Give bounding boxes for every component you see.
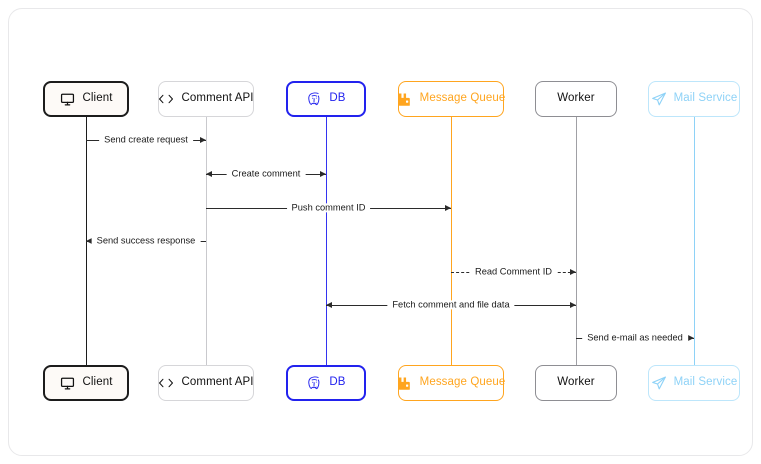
participant-mq-top[interactable]: Message Queue <box>397 81 506 117</box>
arrowhead-left-icon <box>86 238 92 244</box>
message-2[interactable]: Create comment <box>206 166 326 182</box>
participant-label: Message Queue <box>419 92 506 105</box>
participant-worker-top[interactable]: Worker <box>535 81 617 117</box>
arrowhead-left-icon <box>326 302 332 308</box>
participant-worker-bottom[interactable]: Worker <box>535 365 617 401</box>
message-5[interactable]: Read Comment ID <box>451 264 576 280</box>
participant-label: DB <box>329 92 346 105</box>
participant-client-top[interactable]: Client <box>43 81 129 117</box>
arrowhead-right-icon <box>445 205 451 211</box>
participant-mq-bottom[interactable]: Message Queue <box>397 365 506 401</box>
code-brackets-icon <box>158 91 174 107</box>
lifeline-db <box>326 117 327 365</box>
message-label: Push comment ID <box>286 203 371 213</box>
arrowhead-right-icon <box>320 171 326 177</box>
participant-label: Message Queue <box>419 376 506 389</box>
participant-db-bottom[interactable]: DB <box>286 365 366 401</box>
code-brackets-icon <box>158 375 174 391</box>
message-1[interactable]: Send create request <box>86 132 206 148</box>
postgresql-icon <box>306 375 322 391</box>
lifeline-mq <box>451 117 452 365</box>
arrowhead-right-icon <box>570 302 576 308</box>
message-label: Send success response <box>91 236 201 246</box>
paper-plane-icon <box>651 375 667 391</box>
participant-label: Worker <box>557 376 595 389</box>
rabbitmq-icon <box>397 375 413 391</box>
message-label: Send create request <box>99 135 193 145</box>
rabbitmq-icon <box>397 91 413 107</box>
participant-label: Client <box>82 376 113 389</box>
arrowhead-right-icon <box>200 137 206 143</box>
participant-label: Worker <box>557 92 595 105</box>
participant-label: Client <box>82 92 113 105</box>
participant-mail-top[interactable]: Mail Service <box>648 81 740 117</box>
message-3[interactable]: Push comment ID <box>206 200 451 216</box>
participant-label: Comment API <box>181 376 254 389</box>
message-6[interactable]: Fetch comment and file data <box>326 297 576 313</box>
arrowhead-right-icon <box>570 269 576 275</box>
participant-client-bottom[interactable]: Client <box>43 365 129 401</box>
participant-mail-bottom[interactable]: Mail Service <box>648 365 740 401</box>
lifeline-worker <box>576 117 577 365</box>
lifeline-mail <box>694 117 695 365</box>
monitor-icon <box>59 91 75 107</box>
message-label: Send e-mail as needed <box>582 333 688 343</box>
lifeline-api <box>206 117 207 365</box>
message-label: Fetch comment and file data <box>387 300 515 310</box>
participant-db-top[interactable]: DB <box>286 81 366 117</box>
message-4[interactable]: Send success response <box>86 233 206 249</box>
message-label: Create comment <box>226 169 306 179</box>
participant-api-bottom[interactable]: Comment API <box>158 365 254 401</box>
participant-label: DB <box>329 376 346 389</box>
participant-label: Comment API <box>181 92 254 105</box>
message-7[interactable]: Send e-mail as needed <box>576 330 694 346</box>
paper-plane-icon <box>651 91 667 107</box>
participant-label: Mail Service <box>673 92 738 105</box>
participant-api-top[interactable]: Comment API <box>158 81 254 117</box>
arrowhead-right-icon <box>688 335 694 341</box>
message-label: Read Comment ID <box>470 267 557 277</box>
postgresql-icon <box>306 91 322 107</box>
monitor-icon <box>59 375 75 391</box>
participant-label: Mail Service <box>673 376 738 389</box>
arrowhead-left-icon <box>206 171 212 177</box>
